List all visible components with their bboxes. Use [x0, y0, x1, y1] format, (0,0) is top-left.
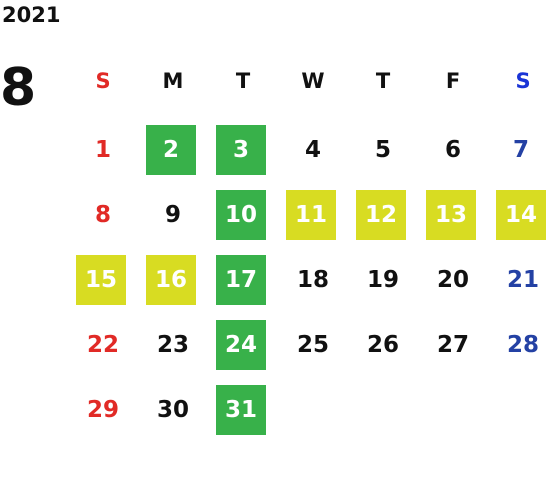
day-cell[interactable]: 1: [94, 136, 111, 163]
day-cell[interactable]: 21: [506, 266, 539, 293]
day-cell[interactable]: 18: [296, 266, 329, 293]
day-cell-highlight-yellow[interactable]: 12: [356, 190, 406, 240]
day-cell[interactable]: 23: [156, 331, 189, 358]
day-cell[interactable]: 9: [164, 201, 181, 228]
day-cell-highlight-yellow[interactable]: 14: [496, 190, 546, 240]
day-cell-highlight-green[interactable]: 24: [216, 320, 266, 370]
day-cell[interactable]: 26: [366, 331, 399, 358]
day-cell[interactable]: 28: [506, 331, 539, 358]
weekday-header-sun: S: [95, 68, 111, 93]
weekday-header-thu: T: [375, 68, 391, 93]
day-cell-highlight-green[interactable]: 3: [216, 125, 266, 175]
day-cell[interactable]: 22: [86, 331, 119, 358]
day-cell[interactable]: 20: [436, 266, 469, 293]
day-cell[interactable]: 6: [444, 136, 461, 163]
day-cell-highlight-green[interactable]: 10: [216, 190, 266, 240]
day-cell[interactable]: 7: [512, 136, 529, 163]
day-cell-highlight-green[interactable]: 17: [216, 255, 266, 305]
day-cell[interactable]: 8: [94, 201, 111, 228]
day-cell-highlight-green[interactable]: 31: [216, 385, 266, 435]
day-cell-highlight-green[interactable]: 2: [146, 125, 196, 175]
day-cell[interactable]: 25: [296, 331, 329, 358]
day-cell-highlight-yellow[interactable]: 13: [426, 190, 476, 240]
day-cell[interactable]: 29: [86, 396, 119, 423]
weekday-header-tue: T: [235, 68, 251, 93]
day-cell-highlight-yellow[interactable]: 15: [76, 255, 126, 305]
day-cell[interactable]: 27: [436, 331, 469, 358]
weekday-header-fri: F: [445, 68, 461, 93]
month-label: 8: [0, 58, 37, 118]
day-cell-highlight-yellow[interactable]: 11: [286, 190, 336, 240]
day-cell[interactable]: 5: [374, 136, 391, 163]
day-cell[interactable]: 19: [366, 266, 399, 293]
calendar-grid: S M T W T F S 1 2 3 4 5 6 7 8 9 10 11 12…: [68, 48, 548, 488]
weekday-header-mon: M: [162, 68, 184, 93]
day-cell[interactable]: 4: [304, 136, 321, 163]
day-cell-highlight-yellow[interactable]: 16: [146, 255, 196, 305]
weekday-header-wed: W: [301, 68, 325, 93]
day-cell[interactable]: 30: [156, 396, 189, 423]
weekday-header-sat: S: [515, 68, 531, 93]
year-label: 2021: [2, 3, 61, 27]
